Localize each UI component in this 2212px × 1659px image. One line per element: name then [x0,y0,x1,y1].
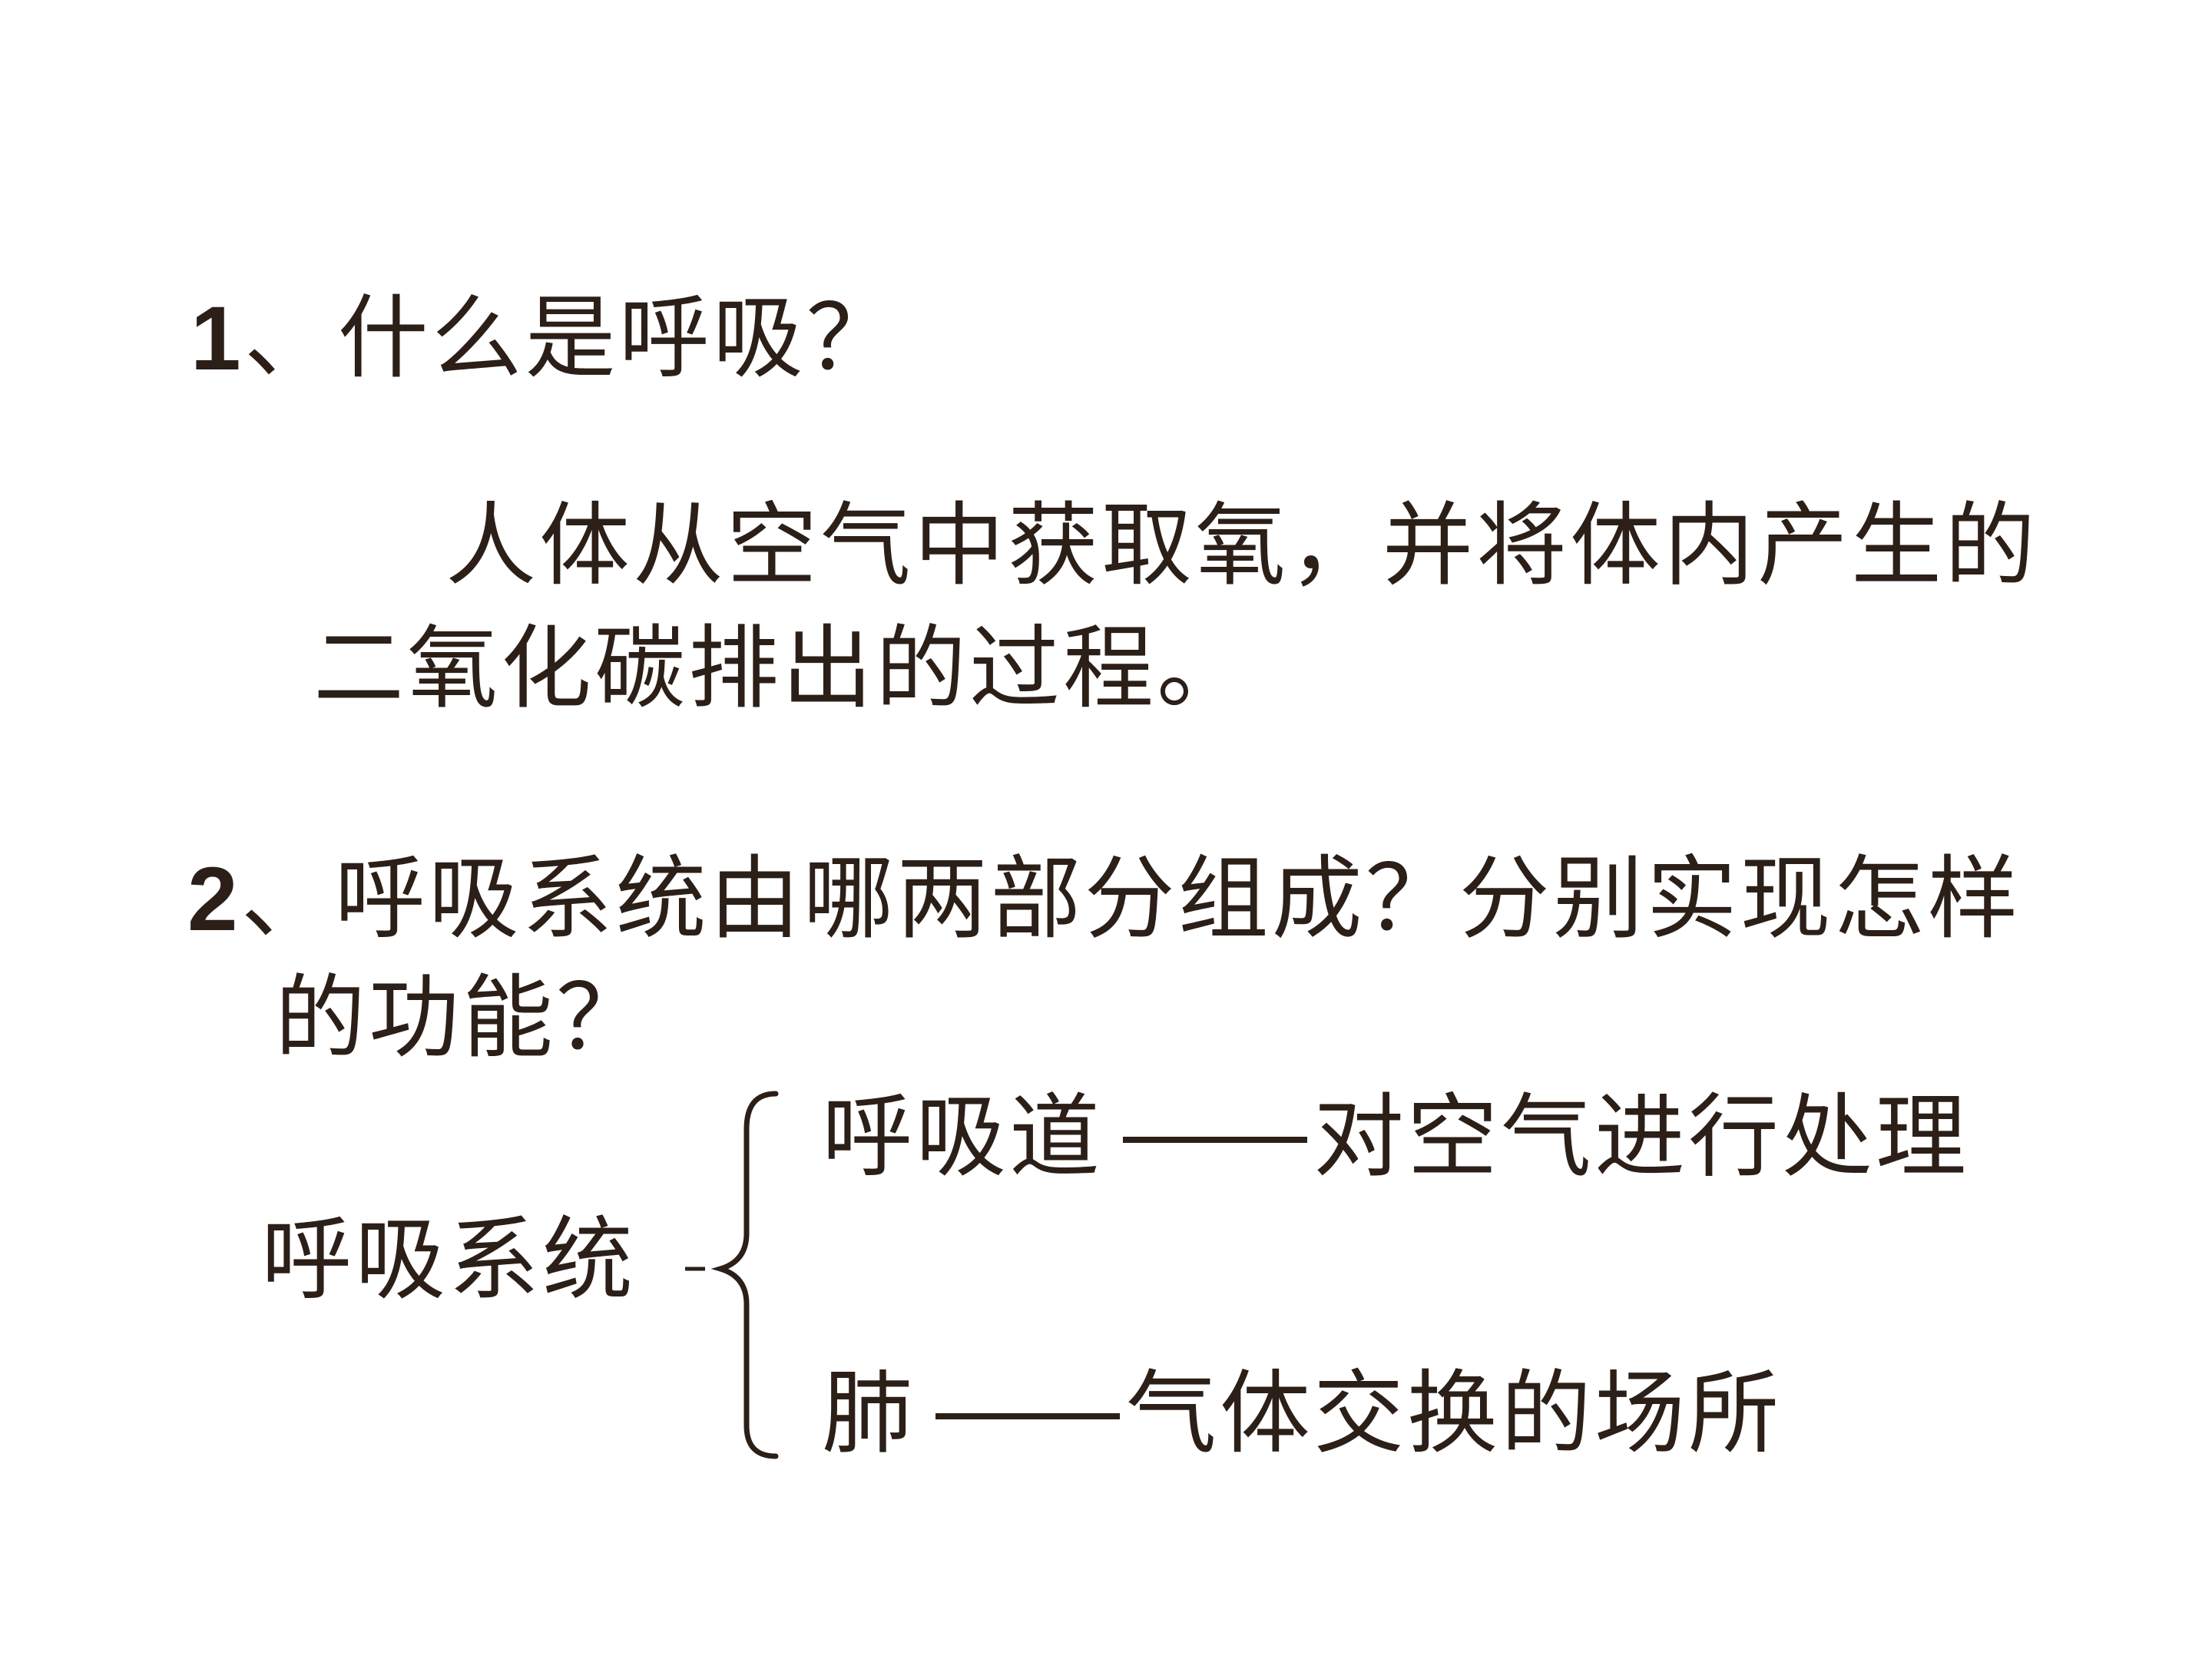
question-2-text-line-1: 、呼吸系统由哪两部分组成？分别实现怎样 [240,846,2022,952]
answer-1-line-1: 人体从空气中获取氧，并将体内产生的 [445,492,2039,598]
branch-part-label: 呼吸道 [822,1084,1104,1190]
question-1-text: 、什么是呼吸？ [243,285,900,391]
diagram-root-label: 呼吸系统 [261,1207,637,1313]
branch-respiratory-tract: 呼吸道 对空气进行处理 [822,1083,1969,1190]
branch-part-label: 肺 [822,1360,916,1466]
dash-connector [935,1413,1121,1420]
branch-function-label: 气体交换的场所 [1126,1360,1783,1466]
branch-function-label: 对空气进行处理 [1313,1084,1970,1190]
answer-1-line-2: 二氧化碳排出的过程。 [313,615,1251,721]
question-2: 2、呼吸系统由哪两部分组成？分别实现怎样 [187,845,2022,953]
question-1: 1、什么是呼吸？ [190,284,900,392]
branch-lungs: 肺 气体交换的场所 [822,1359,1782,1467]
brace-connector [685,1091,779,1459]
question-1-number: 1 [190,288,244,389]
dash-connector [1123,1137,1308,1144]
question-2-text-line-2: 的功能？ [275,965,651,1071]
question-2-number: 2 [187,849,241,950]
